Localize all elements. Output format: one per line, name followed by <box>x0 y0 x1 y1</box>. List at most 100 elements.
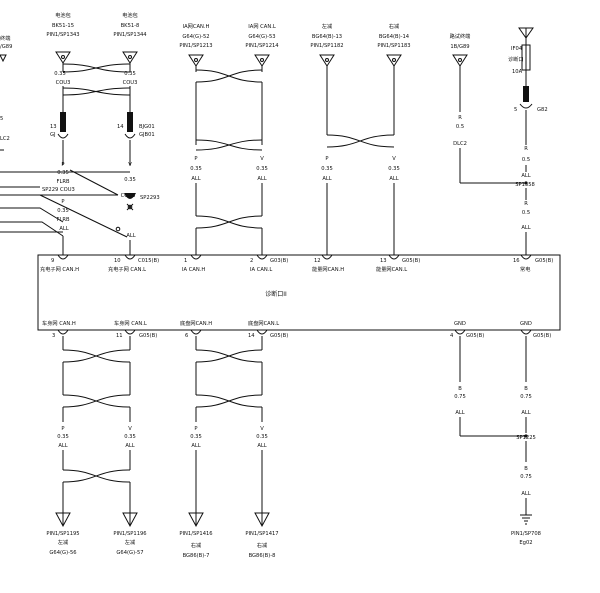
splice-label: SP1225 <box>516 435 536 441</box>
pin-label: IA CAN.L <box>250 267 272 273</box>
wire-size: 0.75 <box>454 394 466 400</box>
top-connector-bat1: 电池包 BK51-15 PIN1/SP1343 <box>46 11 80 64</box>
wire-size: 0.35 <box>321 166 333 172</box>
top-connector-left: 左减 BG64(B)-13 PIN1/SP1182 <box>310 22 344 67</box>
wire-size: 0.35 <box>124 434 136 440</box>
pin-conn: G05(B) <box>466 333 484 339</box>
top-pin-row: 9 充电子网 CAN.H 10 C015(B) 充电子网 CAN.L 1 IA … <box>40 254 553 273</box>
connector-code: G64(G)-57 <box>116 550 143 556</box>
top-connector-ia-h: IA网CAN.H G64(G)-52 PIN1/SP1213 <box>179 23 213 67</box>
pin-number: 6 <box>185 333 188 339</box>
pin-gnd2: GND G05(B) <box>520 321 551 339</box>
connector-triangle <box>188 54 204 67</box>
wire-extra: ALL <box>455 410 464 416</box>
wire-color: V <box>392 156 396 162</box>
inline-connector-block <box>60 112 66 132</box>
twisted-pair-energy: P 0.35 ALL V 0.35 ALL <box>321 66 400 255</box>
wire-extra: ALL <box>521 491 530 497</box>
connector-name: 电池包 <box>55 11 71 19</box>
wire-code: FLRB <box>56 179 69 185</box>
wire-size: 0.35 <box>124 177 136 183</box>
pin-label: 充电子网 CAN.H <box>40 265 79 273</box>
twisted-pair-ia: P 0.35 ALL V 0.35 ALL <box>190 66 268 255</box>
pin-9: 9 充电子网 CAN.H <box>40 254 79 273</box>
pin-11: 车身网 CAN.L 11 G05(B) <box>114 319 157 339</box>
left-wire-region: P 0.35 FLRB SP229 COU3 P 0.35 FLRB ALL V… <box>0 162 160 255</box>
connector-splice: PIN1/SP1343 <box>46 32 79 38</box>
connector-name: 左减 <box>125 538 136 546</box>
twisted-pair-body: P 0.35 ALL V 0.35 ALL <box>57 336 136 513</box>
wire-color: P <box>61 162 64 168</box>
wire-code: FLRB <box>56 217 69 223</box>
wire-color: B <box>524 386 528 392</box>
connector-triangle <box>452 54 468 67</box>
connector-splice: PIN1/SP708 <box>511 531 541 537</box>
connector-triangle <box>55 51 71 64</box>
top-connector-right: 右减 BG64(B)-14 PIN1/SP1183 <box>377 22 411 67</box>
pin-label: 常电 <box>520 265 530 273</box>
wire-extra: ALL <box>257 443 266 449</box>
bottom-connector-b4: PIN1/SP1417 右减 BG86(B)-8 <box>245 512 279 559</box>
pin-number: 11 <box>116 333 123 339</box>
wire-extra: ALL <box>521 173 530 179</box>
pin-conn: C015(B) <box>138 258 159 264</box>
wire-extra: DLC2 <box>453 141 467 147</box>
wire-extra: COU3 <box>123 80 138 86</box>
connector-code: BG86(B)-8 <box>249 553 276 559</box>
fuse-sub: 诊断口 <box>508 55 524 63</box>
wire-size: 0.35 <box>256 434 268 440</box>
pin-label: GND <box>520 321 532 327</box>
connector-name: 右减 <box>191 541 202 549</box>
wire-size: 0.5 <box>456 124 464 130</box>
ground-icon <box>520 514 532 525</box>
wire-extra: COU3 <box>56 80 71 86</box>
connector-triangle <box>386 54 402 67</box>
wire-color: R <box>524 201 528 207</box>
pin-13: 13 G05(B) 能量网CAN.L <box>376 254 420 273</box>
pin-label: 底盘网CAN.L <box>248 319 279 327</box>
wire-extra: ALL <box>521 410 530 416</box>
connector-code: BG86(B)-7 <box>183 553 210 559</box>
pin-label: 底盘网CAN.H <box>180 319 212 327</box>
wire-color: B <box>458 386 462 392</box>
connector-name: 右减 <box>257 541 268 549</box>
edge-label: /G89 <box>0 44 12 50</box>
wire-size: 0.5 <box>522 157 530 163</box>
wire-size: 0.75 <box>520 474 532 480</box>
pin-number: 10 <box>114 258 121 264</box>
wire-extra: ALL <box>191 443 200 449</box>
connector-code: BK51-15 <box>52 23 74 29</box>
pin-number: 1 <box>184 258 187 264</box>
wire-size: 0.35 <box>57 170 69 176</box>
connector-code: BK51-8 <box>121 23 140 29</box>
connector-name: 电池包 <box>122 11 138 19</box>
connector-splice: PIN1/SP1196 <box>113 531 146 537</box>
connector-splice: PIN1/SP1344 <box>113 32 147 38</box>
inline-connector-13-14: 13 GJ 14 BJG01 GJB01 <box>50 112 155 165</box>
twisted-pair-chassis: P 0.35 ALL V 0.35 ALL <box>190 336 268 513</box>
wire-size: 0.35 <box>57 208 69 214</box>
pin-number: 12 <box>314 258 321 264</box>
wire-color: R <box>458 115 462 121</box>
ground-wires: B 0.75 ALL B 0.75 ALL SP1225 B 0.75 ALL <box>454 336 536 525</box>
pin-label: 充电子网 CAN.L <box>108 265 146 273</box>
pin-1: 1 IA CAN.H <box>182 254 205 273</box>
wire-extra: ALL <box>521 225 530 231</box>
edge-label: LC2 <box>0 136 10 142</box>
fuse-rating: 10A <box>512 69 523 75</box>
pin-number: 16 <box>513 258 520 264</box>
wire-extra: ALL <box>191 176 200 182</box>
wire-color: V <box>128 162 132 168</box>
fuse-conn: G82 <box>537 107 548 113</box>
pin-conn: GJB01 <box>139 132 155 138</box>
wire-size: 0.35 <box>57 434 69 440</box>
pin-label: IA CAN.H <box>182 267 205 273</box>
bottom-connector-b1: PIN1/SP1195 左减 G64(G)-56 <box>46 512 80 556</box>
wire-extra: ALL <box>59 226 68 232</box>
connector-splice: PIN1/SP1183 <box>377 43 410 49</box>
pin-conn: G05(B) <box>535 258 553 264</box>
wire-color: P <box>194 426 197 432</box>
wire-color: P <box>325 156 328 162</box>
pin-label: GND <box>454 321 466 327</box>
